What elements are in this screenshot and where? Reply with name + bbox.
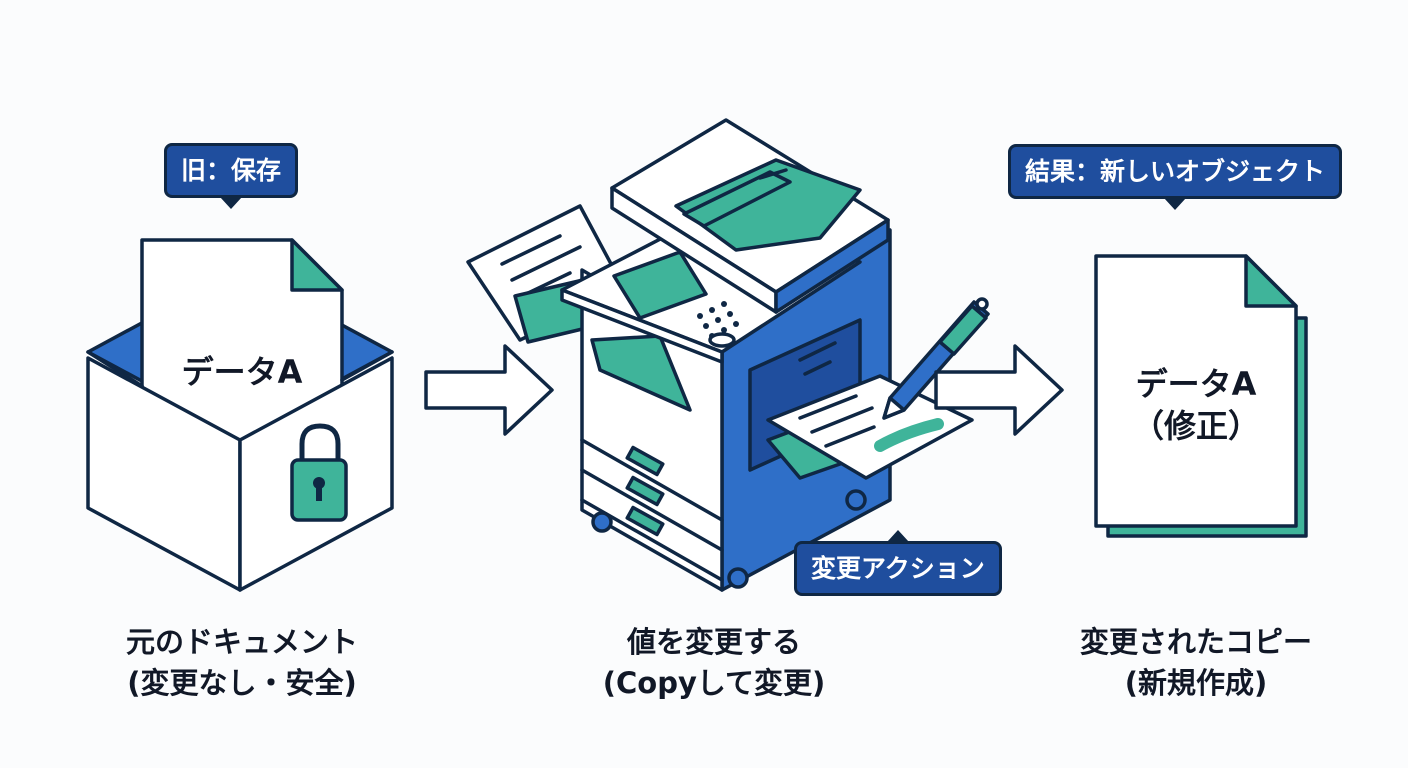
document-label-modified: データA （修正） xyxy=(1132,364,1260,447)
badge-result: 結果：新しいオブジェクト xyxy=(1008,144,1343,199)
document-icon xyxy=(1094,254,1308,538)
document-title: データA xyxy=(181,353,303,391)
caption-line: (変更なし・安全) xyxy=(127,665,357,700)
caption-middle: 値を変更する (Copyして変更) xyxy=(603,622,826,703)
caption-line: 値を変更する xyxy=(626,625,802,659)
arrow-right-icon xyxy=(424,344,554,436)
padlock-icon xyxy=(290,423,348,522)
arrow-right-icon xyxy=(934,344,1064,436)
caption-line: (Copyして変更) xyxy=(602,665,826,700)
pen-icon xyxy=(882,297,990,420)
badge-action: 変更アクション xyxy=(794,541,1002,596)
caption-line: (新規作成) xyxy=(1124,665,1268,700)
document-label-original: データA xyxy=(182,352,303,394)
copier-icon xyxy=(466,118,974,592)
document-title: データA xyxy=(1135,365,1257,403)
box-icon xyxy=(86,238,394,592)
caption-line: 変更されたコピー xyxy=(1079,625,1313,659)
caption-line: 元のドキュメント xyxy=(125,625,359,659)
caption-left: 元のドキュメント (変更なし・安全) xyxy=(126,622,358,703)
badge-old: 旧：保存 xyxy=(164,143,299,198)
caption-right: 変更されたコピー (新規作成) xyxy=(1080,622,1312,703)
document-subtitle: （修正） xyxy=(1131,406,1261,445)
